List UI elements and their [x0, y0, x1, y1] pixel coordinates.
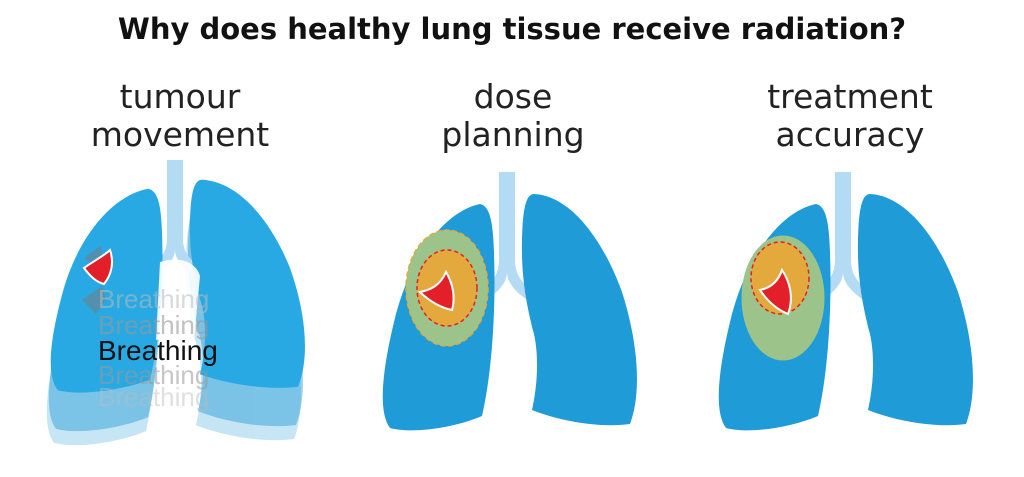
diagram-title: Why does healthy lung tissue receive rad… [117, 12, 907, 46]
breathing-ghost-label: Breathing [98, 284, 209, 314]
panel-label-tumour-movement: tumour movement [90, 77, 270, 154]
tumour-icon [82, 248, 113, 286]
breathing-label: Breathing [98, 335, 218, 366]
tumour-icon [758, 267, 792, 316]
breathing-ghost-label: Breathing [98, 360, 209, 390]
lungs-tumour-movement [46, 160, 305, 446]
tumour-ghost-icon [82, 286, 106, 314]
panel-label-dose-planning: dose planning [441, 77, 585, 154]
panel-label-treatment-accuracy: treatment accuracy [767, 77, 933, 154]
lung-pair-main [50, 160, 305, 393]
tumour-icon [417, 269, 455, 312]
breathing-ghost-label: Breathing [98, 382, 209, 412]
breathing-ghost-label: Breathing [98, 310, 209, 340]
